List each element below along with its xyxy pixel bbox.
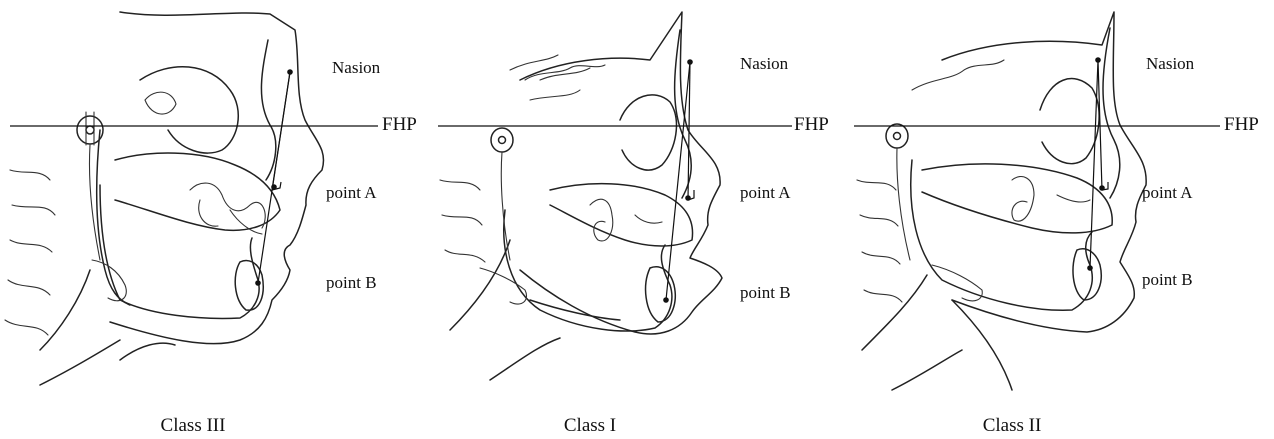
ear-rod-outer	[886, 124, 908, 148]
b-point	[663, 297, 669, 303]
point-a-label: point A	[740, 183, 791, 203]
panel-class-i: Nasion FHP point A point B Class I	[430, 0, 850, 439]
maxilla-outline	[115, 153, 280, 230]
mandible-outline	[504, 210, 672, 331]
sella-contour	[145, 92, 176, 114]
nasion-label: Nasion	[332, 58, 380, 78]
nasal-bone	[261, 40, 275, 180]
a-point	[685, 195, 691, 201]
teeth-contours	[590, 199, 662, 241]
symphysis-outline	[646, 267, 676, 322]
panel-class-iii: Nasion FHP point A point B Class III	[0, 0, 425, 439]
cervical-vertebrae	[5, 170, 55, 335]
ear-rod-outer	[491, 128, 513, 152]
nasion-point	[1095, 57, 1101, 63]
fhp-label: FHP	[382, 114, 417, 136]
caption-class-ii: Class II	[983, 415, 1042, 437]
cephalometric-tracing-class-ii	[852, 0, 1274, 439]
caption-class-i: Class I	[564, 415, 616, 437]
b-point	[255, 280, 261, 286]
ear-rod-outer	[77, 116, 103, 144]
orbit-outline	[140, 67, 238, 153]
a-point	[1099, 185, 1105, 191]
point-b-label: point B	[1142, 270, 1193, 290]
nasion-label: Nasion	[1146, 54, 1194, 74]
ear-rod-inner	[499, 137, 506, 144]
maxilla-outline	[922, 164, 1112, 233]
fhp-label: FHP	[1224, 114, 1259, 136]
point-b-label: point B	[740, 283, 791, 303]
ear-rod-inner	[86, 126, 94, 134]
forehead-contours	[525, 65, 605, 100]
ear-rod-stem	[897, 148, 910, 260]
skull-outline	[942, 12, 1146, 332]
a-point	[271, 184, 277, 190]
caption-class-iii: Class III	[161, 415, 226, 437]
maxilla-outline	[550, 184, 693, 246]
neck-outline	[450, 240, 620, 380]
point-b-label: point B	[326, 273, 377, 293]
cervical-vertebrae	[857, 180, 902, 302]
ear-rod-inner	[894, 133, 901, 140]
cervical-vertebrae	[440, 180, 485, 262]
neck-outline	[40, 270, 175, 385]
teeth-contours	[1012, 176, 1090, 221]
neck-outline	[862, 275, 1012, 390]
nasal-bone	[1103, 28, 1120, 198]
orbit-outline	[1040, 79, 1099, 164]
hyoid-outline	[92, 260, 126, 301]
fhp-label: FHP	[794, 114, 829, 136]
skull-outline	[110, 12, 324, 344]
hyoid-outline	[932, 265, 982, 301]
b-point	[1087, 265, 1093, 271]
forehead-contours	[912, 60, 1004, 90]
orbit-outline	[620, 95, 676, 170]
point-a-label: point A	[326, 183, 377, 203]
mandible-outline	[911, 160, 1093, 310]
nasion-b-line	[666, 62, 690, 300]
nasion-point	[287, 69, 293, 75]
nasion-label: Nasion	[740, 54, 788, 74]
nasion-point	[687, 59, 693, 65]
panel-class-ii: Nasion FHP point A point B Class II	[852, 0, 1274, 439]
point-a-label: point A	[1142, 183, 1193, 203]
